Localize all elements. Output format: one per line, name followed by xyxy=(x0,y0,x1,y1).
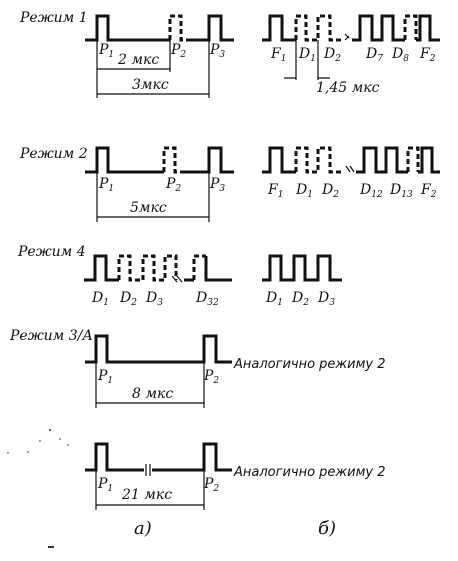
label-p3: P3 xyxy=(209,42,225,60)
label-d2-m4: D2 xyxy=(119,290,137,308)
label-d2-m4-right: D2 xyxy=(291,290,309,308)
label-d12: D12 xyxy=(359,182,383,200)
label-d32: D32 xyxy=(195,290,219,308)
mode-3a-interval-markers: 8 мкс xyxy=(95,362,205,408)
label-p2-m21: P2 xyxy=(203,476,219,494)
label-p2-m3a: P2 xyxy=(203,368,219,386)
mode-3a-pulse-train xyxy=(85,334,232,364)
mode-1-right-interval: 1,45 мкс xyxy=(284,40,380,96)
interval-8us: 8 мкс xyxy=(132,386,173,402)
mode-1-interval-markers: 2 мкс 3мкс xyxy=(96,40,210,98)
label-d13: D13 xyxy=(389,182,413,200)
interval-2us: 2 мкс xyxy=(117,52,159,68)
note-same-as-mode-2-second: Аналогично режиму 2 xyxy=(233,465,385,480)
label-f1: F1 xyxy=(270,46,286,64)
mode-3a-labels: P1 P2 xyxy=(97,368,219,386)
mode-4-right-labels: D1 D2 D3 xyxy=(265,290,335,308)
mode-1-right-labels: F1 D1 D2 D7 D8 F2 xyxy=(270,46,436,64)
mode-1-pulse-labels: P1 P2 P3 xyxy=(98,42,225,60)
label-d7: D7 xyxy=(365,46,383,64)
mode-2-right-labels: F1 D1 D2 D12 D13 F2 xyxy=(267,182,437,200)
mode-21us-labels: P1 P2 xyxy=(97,476,219,494)
label-d2-m2: D2 xyxy=(321,182,339,200)
mode-2-right-pulse-train xyxy=(262,146,440,174)
label-p3-m2: P3 xyxy=(209,176,225,194)
mode-1-right-pulse-train xyxy=(262,14,440,42)
mode-1-label: Режим 1 xyxy=(19,10,88,26)
interval-1-45us: 1,45 мкс xyxy=(316,80,380,96)
mode-2-interval-markers: 5мкс xyxy=(96,172,210,222)
label-d1-m2: D1 xyxy=(295,182,313,200)
label-d2: D2 xyxy=(323,46,341,64)
label-d1-m4: D1 xyxy=(91,290,109,308)
mode-4-label: Режим 4 xyxy=(17,244,86,260)
mode-21us-interval-markers: 21 мкс xyxy=(95,470,205,510)
mode-4-left-pulse-train xyxy=(84,254,232,283)
interval-5us: 5мкс xyxy=(130,200,167,216)
mode-2-label: Режим 2 xyxy=(19,146,88,162)
label-f2: F2 xyxy=(419,46,436,64)
label-d3-m4: D3 xyxy=(145,290,163,308)
mode-2-pulse-labels: P1 P2 P3 xyxy=(98,176,225,194)
mode-2-left-pulse-train xyxy=(85,146,234,174)
caption-b: б) xyxy=(318,518,336,539)
mode-21us-pulse-train xyxy=(85,442,232,476)
label-d1: D1 xyxy=(298,46,316,64)
label-p1-m21: P1 xyxy=(97,476,113,494)
mode-1-left-pulse-train xyxy=(85,14,234,42)
label-p1-m2: P1 xyxy=(98,176,114,194)
interval-21us: 21 мкс xyxy=(121,487,172,503)
label-p1: P1 xyxy=(98,42,114,60)
caption-a: а) xyxy=(134,518,152,539)
label-d1-m4-right: D1 xyxy=(265,290,283,308)
scan-specks xyxy=(7,429,69,548)
label-p2-m2: P2 xyxy=(165,176,181,194)
label-p1-m3a: P1 xyxy=(97,368,113,386)
interval-3us: 3мкс xyxy=(132,77,169,93)
label-f2-m2: F2 xyxy=(420,182,437,200)
mode-4-right-pulse-train xyxy=(262,254,342,282)
label-f1-m2: F1 xyxy=(267,182,283,200)
mode-4-left-labels: D1 D2 D3 D32 xyxy=(91,290,219,308)
label-d8: D8 xyxy=(391,46,409,64)
label-d3-m4-right: D3 xyxy=(317,290,335,308)
note-same-as-mode-2: Аналогично режиму 2 xyxy=(233,357,385,372)
label-p2: P2 xyxy=(170,42,186,60)
mode-3a-label: Режим 3/А xyxy=(9,328,93,344)
